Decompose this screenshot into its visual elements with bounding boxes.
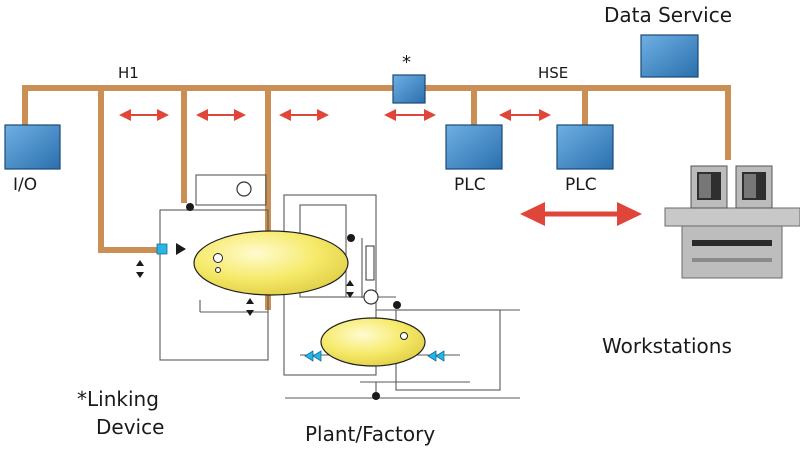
transmitter-icon [372,392,380,400]
valve-icon [136,260,144,278]
network-bus [22,85,731,310]
linking-device-label-line1: *Linking [77,387,159,411]
linking-device-asterisk: * [402,52,411,73]
plc-1-label: PLC [454,175,486,195]
storage-tank-small [320,317,426,367]
transmitter-icon [347,234,355,242]
hse-bus-label: HSE [538,64,568,82]
valve-icon [346,280,354,298]
valve-icon [304,350,322,362]
h1-bus-label: H1 [118,64,139,82]
valve-icon [246,298,254,316]
large-bidirectional-arrow-icon [520,202,642,226]
plant-process-piping [159,174,520,399]
gauge-icon [363,289,379,305]
field-instruments [136,203,401,400]
plant-factory-label: Plant/Factory [305,422,435,446]
valve-icon [427,350,445,362]
tank-port-icon [215,267,221,273]
data-service-server-icon [640,34,699,78]
transmitter-icon [393,301,401,309]
gauge-icon [236,181,252,197]
sight-glass-icon [365,245,375,281]
io-label: I/O [13,175,37,195]
linking-device-icon [392,74,426,104]
workstations-label: Workstations [602,334,732,358]
io-device-icon [4,124,61,170]
cyan-valves [156,243,445,362]
tank-gauge-icon [213,253,223,263]
plc-2-device-icon [556,124,614,170]
valve-icon [156,243,168,255]
actuator-icon [176,243,186,255]
storage-tank-large [193,230,349,296]
plc-1-device-icon [445,124,503,170]
transmitter-icon [186,203,194,211]
workstations-icon [664,165,800,279]
plc-2-label: PLC [565,175,597,195]
data-service-label: Data Service [604,3,732,27]
linking-device-label-line2: Device [96,415,164,439]
tank-port-icon [400,332,408,340]
